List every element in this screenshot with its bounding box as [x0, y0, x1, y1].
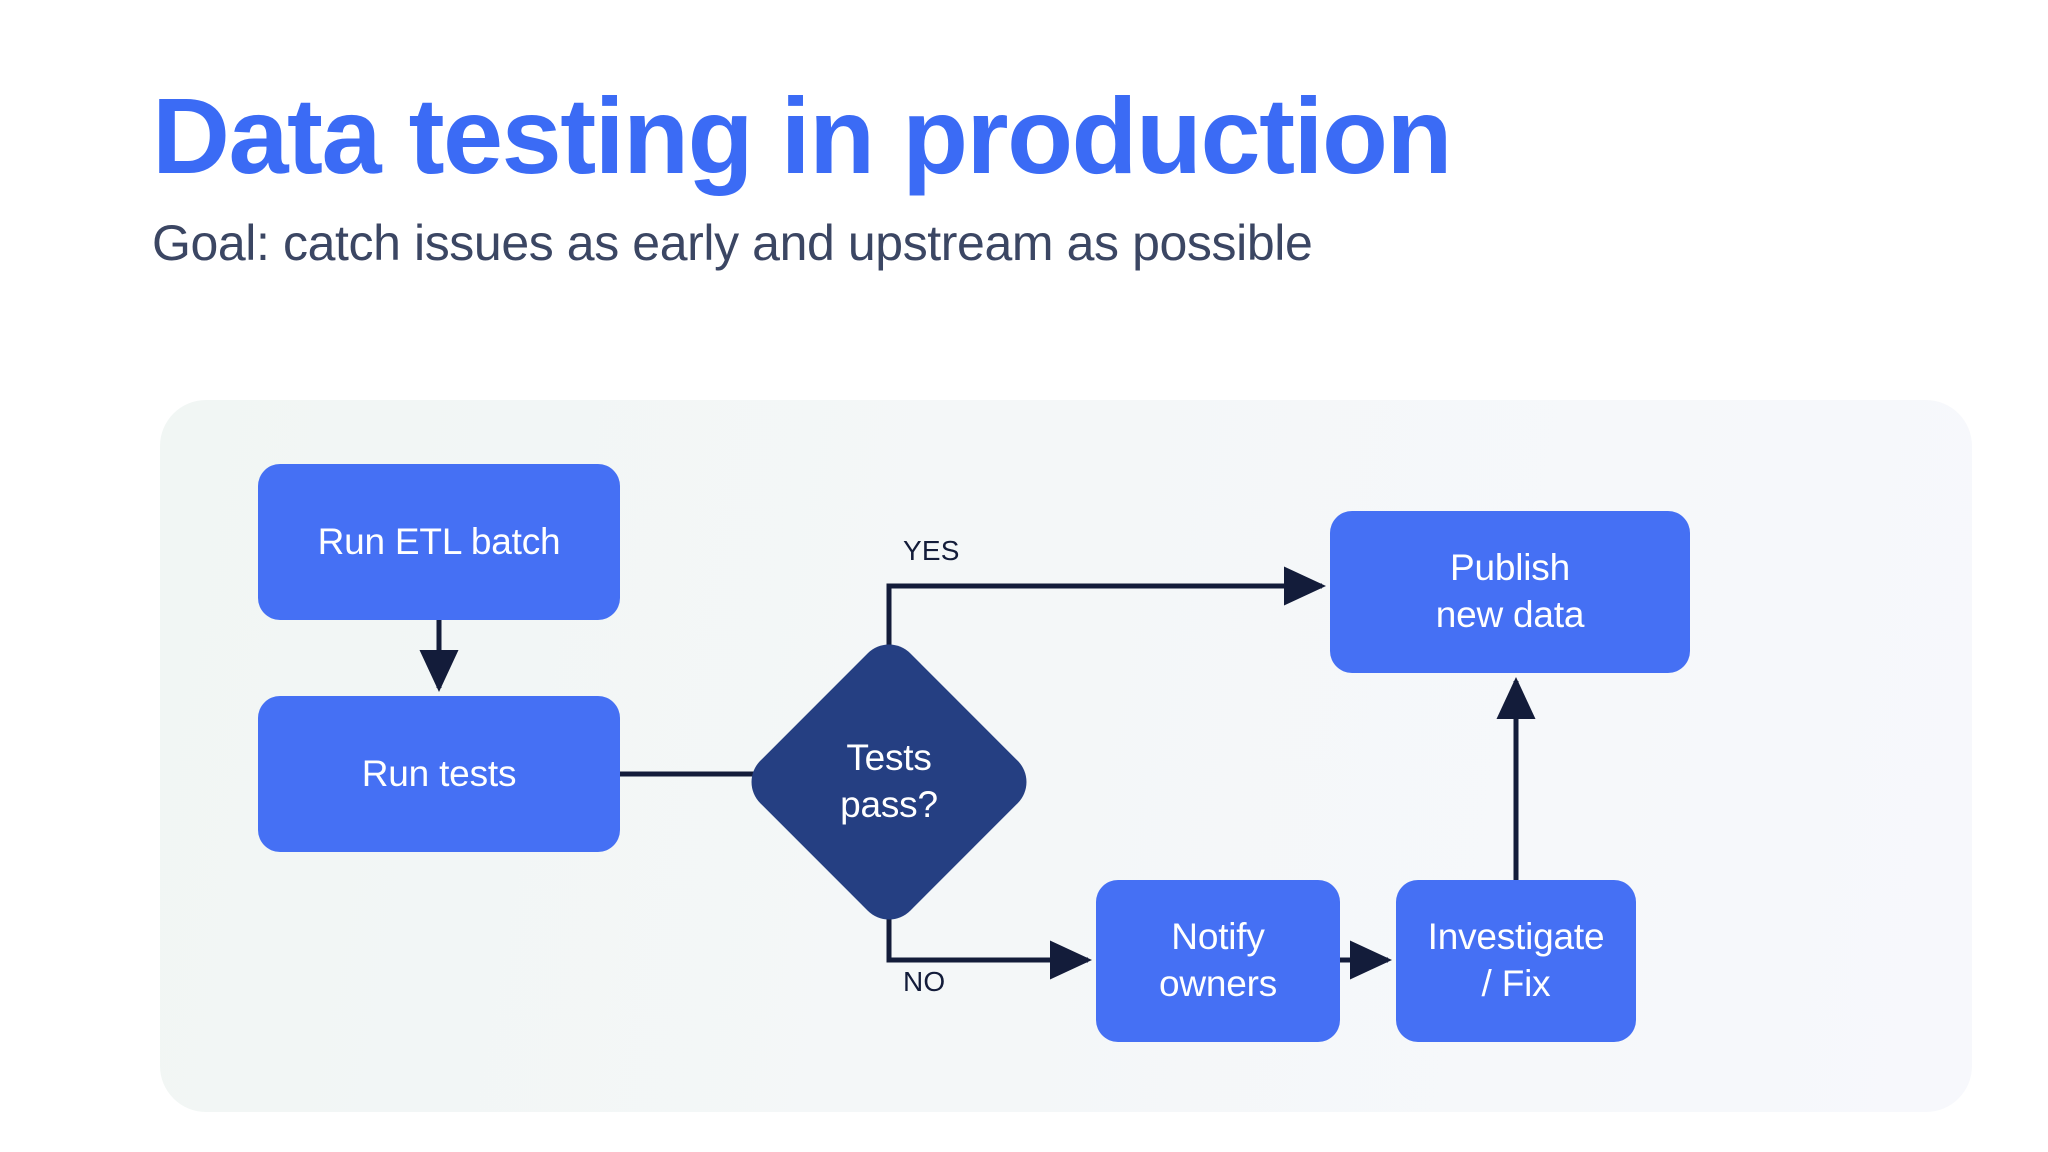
- node-notify-line1: Notify: [1171, 916, 1265, 958]
- node-notify-owners[interactable]: Notify owners: [1096, 880, 1340, 1042]
- node-publish-line2: new data: [1435, 594, 1585, 635]
- node-tests-pass-line1: Tests: [846, 737, 932, 779]
- node-tests-pass-line2: pass?: [840, 784, 938, 825]
- node-investigate-line2: / Fix: [1481, 963, 1551, 1004]
- node-notify-line2: owners: [1158, 963, 1278, 1004]
- node-publish-line1: Publish: [1450, 547, 1570, 589]
- node-run-tests[interactable]: Run tests: [258, 696, 620, 852]
- node-investigate-line1: Investigate: [1427, 916, 1605, 958]
- edge-label-yes: YES: [903, 535, 960, 566]
- page-subtitle: Goal: catch issues as early and upstream…: [152, 214, 1313, 271]
- node-run-etl-batch[interactable]: Run ETL batch: [258, 464, 620, 620]
- node-tests-pass-label: Tests pass?: [783, 676, 995, 888]
- page-title: Data testing in production: [152, 75, 1452, 196]
- node-investigate-fix[interactable]: Investigate / Fix: [1396, 880, 1636, 1042]
- node-tests-pass-decision[interactable]: Tests pass?: [739, 632, 1039, 932]
- node-publish-new-data[interactable]: Publish new data: [1330, 511, 1690, 673]
- heading-block: Data testing in production Goal: catch i…: [152, 75, 1912, 273]
- edge-label-no: NO: [903, 966, 946, 997]
- node-run-etl-batch-label: Run ETL batch: [317, 520, 561, 562]
- node-run-tests-label: Run tests: [361, 752, 517, 794]
